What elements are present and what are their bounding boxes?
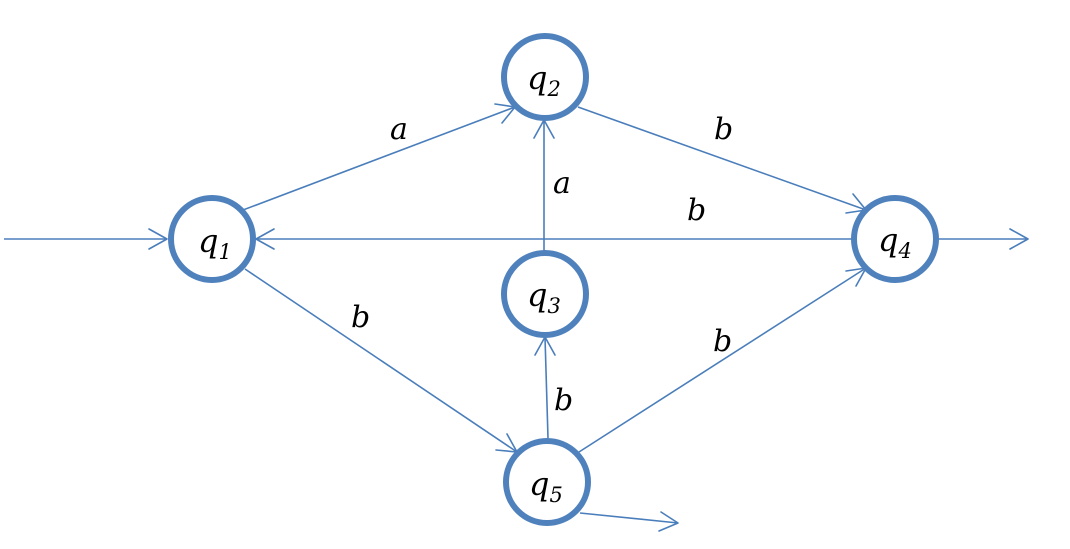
state-subscript-q1: 1 — [218, 240, 231, 264]
state-label-q4: q — [878, 221, 898, 259]
transition-q5-q3: b — [534, 336, 573, 439]
transition-label-q1-q2: a — [390, 112, 408, 147]
transition-label-q5-q4: b — [713, 324, 732, 359]
state-q4: q4 — [851, 195, 939, 283]
state-q2: q2 — [501, 33, 589, 121]
transition-q1-q2: a — [242, 103, 516, 211]
transition-q4-q1: b — [255, 193, 853, 250]
svg-text:q1: q1 — [198, 222, 232, 264]
transition-q2-q4: b — [577, 106, 867, 214]
state-subscript-q5: 5 — [549, 483, 562, 507]
state-label-q1: q — [198, 222, 218, 260]
transition-label-q5-q3: b — [554, 383, 573, 418]
transitions-layer: a b a b b b — [4, 103, 1029, 532]
svg-text:q2: q2 — [527, 59, 561, 101]
state-label-q3: q — [527, 276, 547, 314]
state-label-q2: q — [527, 59, 547, 97]
svg-text:q4: q4 — [878, 221, 912, 263]
initial-arrow — [4, 228, 168, 250]
state-q1: q1 — [168, 195, 256, 283]
states-layer: q1 q2 q3 q4 q5 — [168, 33, 939, 526]
svg-text:q3: q3 — [527, 276, 561, 318]
final-arrow-q5 — [579, 511, 679, 532]
transition-q3-q2: a — [533, 119, 571, 251]
state-q5: q5 — [503, 438, 591, 526]
transition-label-q3-q2: a — [553, 166, 571, 201]
transition-label-q2-q4: b — [714, 112, 733, 147]
state-q3: q3 — [501, 250, 589, 338]
final-arrow-q4 — [939, 228, 1029, 250]
transition-label-q4-q1: b — [687, 193, 706, 228]
state-label-q5: q — [529, 465, 549, 503]
state-subscript-q3: 3 — [547, 294, 560, 318]
state-subscript-q4: 4 — [897, 239, 911, 263]
transition-q5-q4: b — [578, 267, 867, 453]
transition-label-q1-q5: b — [351, 300, 370, 335]
state-subscript-q2: 2 — [546, 77, 560, 101]
svg-text:q5: q5 — [529, 465, 563, 507]
transition-q1-q5: b — [244, 268, 518, 453]
